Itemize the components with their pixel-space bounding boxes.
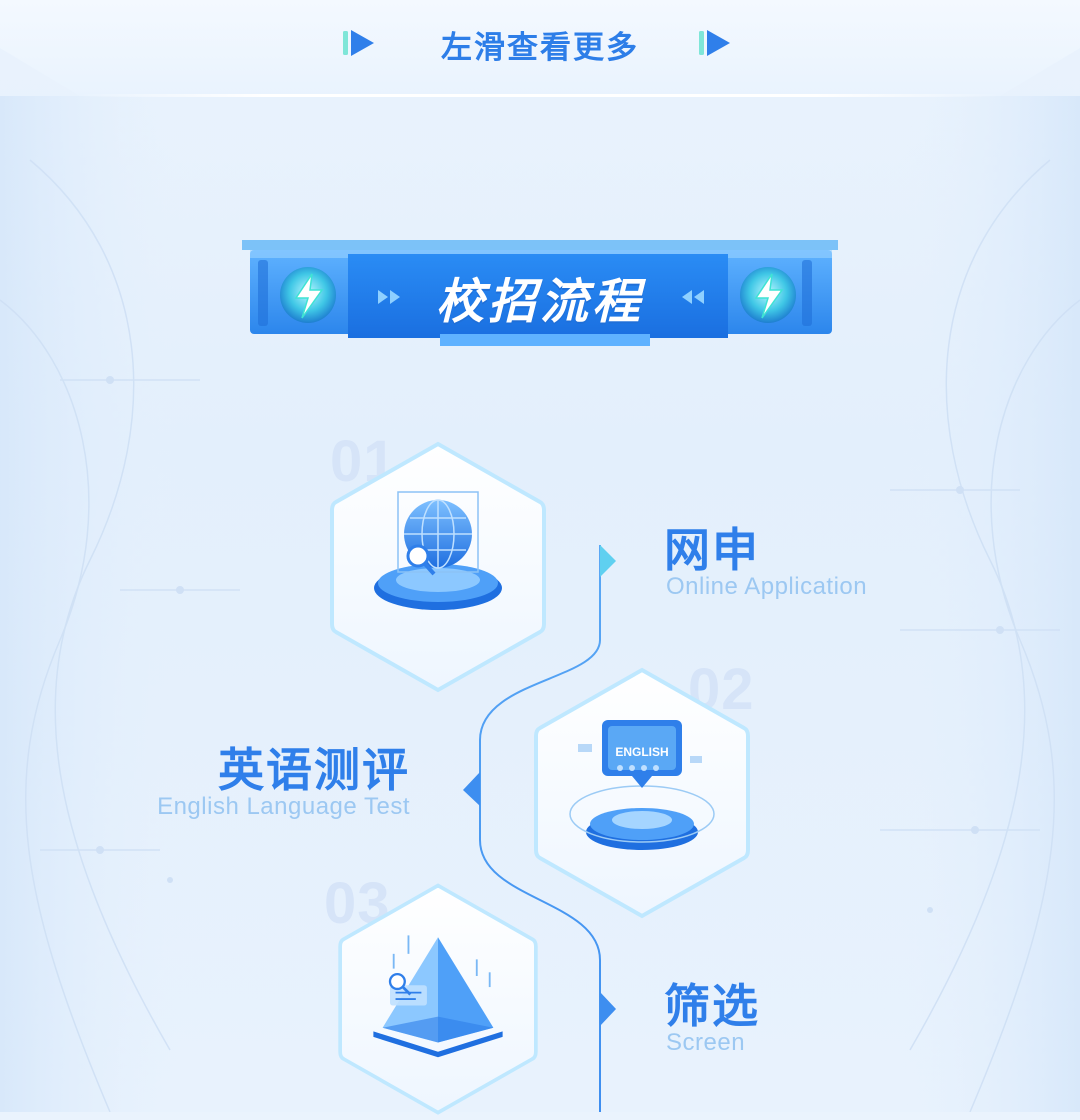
english-badge: ENGLISH xyxy=(615,745,668,759)
pointer-right-1 xyxy=(600,545,616,577)
top-hint-bar xyxy=(0,0,1080,96)
banner-title: 校招流程 xyxy=(435,274,644,330)
globe-search-icon xyxy=(374,491,502,610)
pointer-right-3 xyxy=(600,992,616,1026)
lightning-icon xyxy=(740,267,796,323)
step-card[interactable] xyxy=(318,880,558,1120)
swipe-hint[interactable]: 左滑查看更多 xyxy=(0,18,1080,68)
step-title: 筛选 xyxy=(664,979,760,1033)
step-subtitle: Screen xyxy=(666,1029,746,1056)
double-arrow-icon xyxy=(378,290,704,304)
step-title: 英语测评 xyxy=(218,743,410,797)
pyramid-icon xyxy=(373,935,503,1058)
play-arrow-icon xyxy=(343,30,374,56)
swipe-hint-text: 左滑查看更多 xyxy=(441,30,639,66)
english-screen-icon: ENGLISH xyxy=(569,720,715,850)
step-card[interactable] xyxy=(318,438,558,698)
play-arrow-icon xyxy=(699,30,730,56)
title-banner xyxy=(242,240,838,346)
lightning-icon xyxy=(280,267,336,323)
top-bar-divider xyxy=(80,94,1000,97)
step-subtitle: English Language Test xyxy=(157,793,410,820)
step-card[interactable]: ENGLISH xyxy=(522,664,762,924)
step-title: 网申 xyxy=(664,523,760,577)
step-subtitle: Online Application xyxy=(666,573,868,600)
pointer-left-2 xyxy=(463,772,480,806)
